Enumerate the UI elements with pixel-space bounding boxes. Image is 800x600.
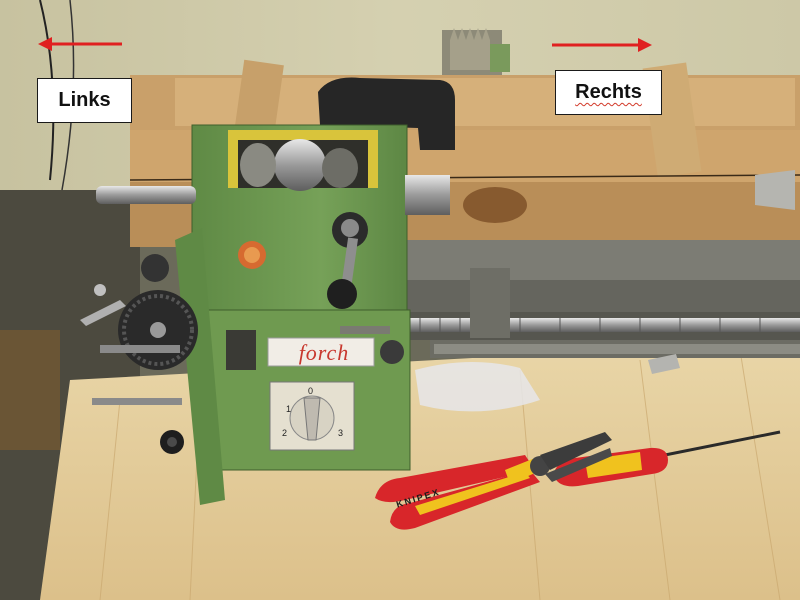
tool-holder: [318, 77, 455, 150]
shelf-left: [0, 330, 60, 450]
pliers: [375, 432, 612, 530]
dial-number-1: 1: [286, 404, 292, 414]
label-links: Links: [37, 78, 132, 123]
arrow-left-icon: [38, 37, 122, 51]
label-rechts: Rechts: [555, 70, 662, 115]
label-links-text: Links: [58, 89, 111, 111]
label-rechts-text: Rechts: [575, 81, 642, 103]
arrow-right-icon: [552, 38, 652, 52]
lathe-bed: [390, 170, 800, 358]
machine-brand-label: forch: [298, 340, 350, 365]
dial-number-3: 3: [338, 428, 344, 438]
change-gears: [92, 254, 198, 405]
dial-number-2: 2: [282, 428, 288, 438]
lathe-headstock: [96, 124, 450, 505]
loose-parts: [80, 284, 680, 454]
background-gears: [442, 28, 510, 75]
dial-number-0: 0: [308, 386, 314, 396]
